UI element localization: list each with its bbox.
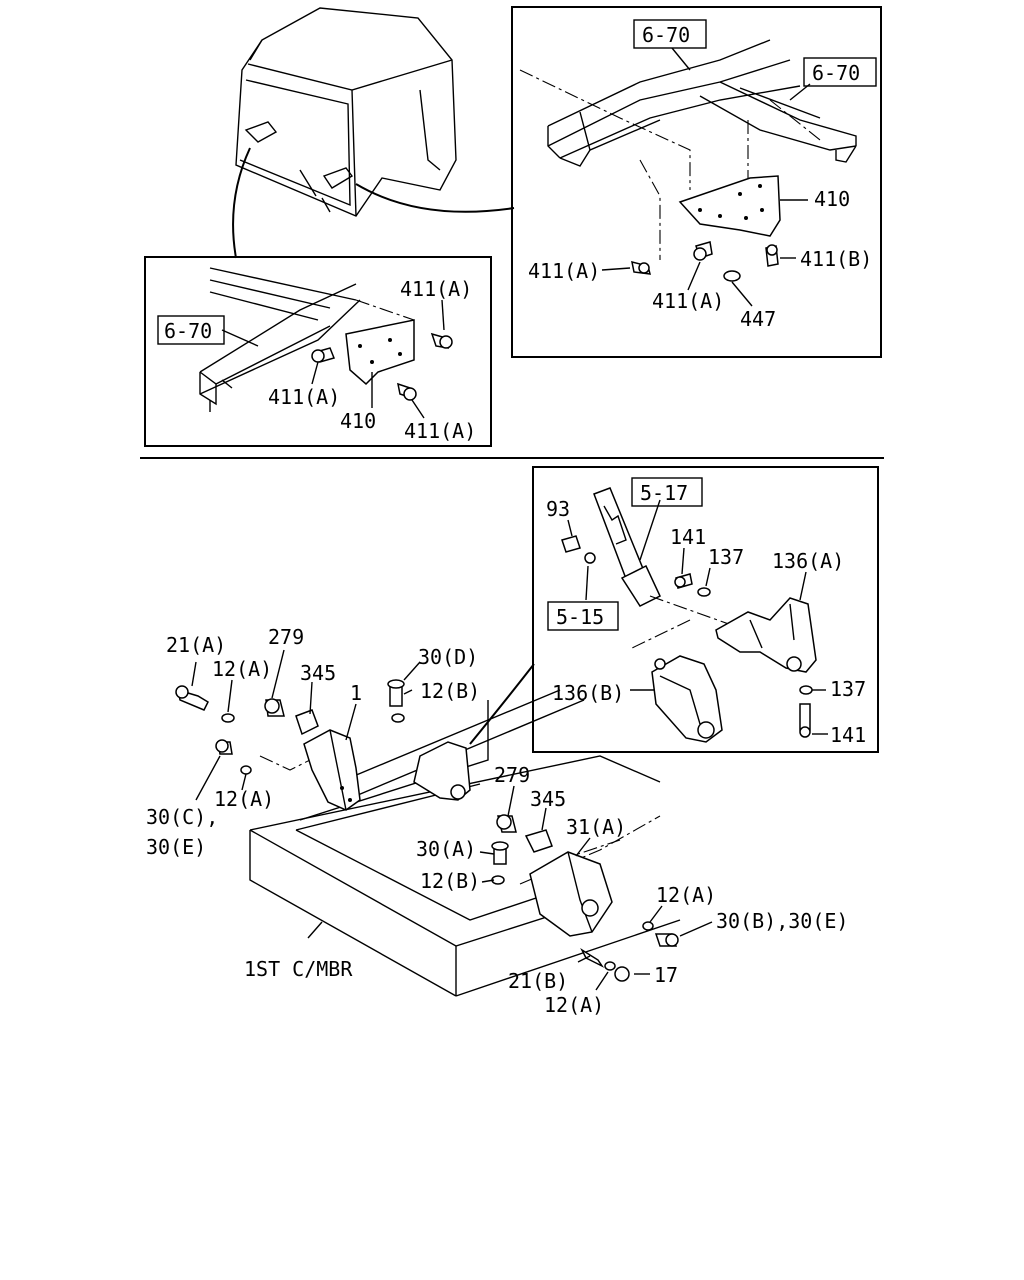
label-30b-30e: 30(B),30(E) [716, 909, 848, 933]
mount-136a [715, 597, 817, 673]
ref-517: 5-17 [640, 481, 688, 505]
engine-shaft [561, 487, 661, 607]
label-12a-bottom: 12(A) [544, 993, 604, 1017]
label-411a-left-bottom: 411(A) [404, 419, 476, 443]
label-345-right: 345 [530, 787, 566, 811]
label-279-left: 279 [268, 625, 304, 649]
label-30a: 30(A) [416, 837, 476, 861]
label-17: 17 [654, 963, 678, 987]
label-136b: 136(B) [552, 681, 624, 705]
label-141-bottom: 141 [830, 723, 866, 747]
label-411b-right: 411(B) [800, 247, 872, 271]
ref-670-right-top: 6-70 [642, 23, 690, 47]
label-12b-bottom: 12(B) [420, 869, 480, 893]
callout-right-detail [355, 183, 515, 213]
ref-670-right-side: 6-70 [812, 61, 860, 85]
right-bracket-410 [678, 175, 781, 237]
label-30d: 30(D) [418, 645, 478, 669]
label-12b-top: 12(B) [420, 679, 480, 703]
label-137-bottom: 137 [830, 677, 866, 701]
right-engine-bracket [524, 829, 613, 937]
label-12a-left: 12(A) [214, 787, 274, 811]
label-21b: 21(B) [508, 969, 568, 993]
left-bracket-410 [345, 299, 415, 386]
label-12a-right: 12(A) [656, 883, 716, 907]
label-141-top: 141 [670, 525, 706, 549]
label-345-left: 345 [300, 661, 336, 685]
left-engine-bracket [295, 709, 471, 811]
label-1: 1 [350, 681, 362, 705]
label-31a: 31(A) [566, 815, 626, 839]
left-bolts [311, 332, 453, 401]
label-411a-right-left: 411(A) [528, 259, 600, 283]
detail-box-engine-mount [532, 466, 879, 753]
detail-box-left [144, 256, 492, 447]
label-30e: 30(E) [146, 835, 206, 859]
right-frame-rail [519, 39, 857, 260]
label-137-top: 137 [708, 545, 744, 569]
label-136a: 136(A) [772, 549, 844, 573]
label-93: 93 [546, 497, 570, 521]
label-410-left: 410 [340, 409, 376, 433]
label-30c: 30(C), [146, 805, 218, 829]
callout-engine-mount [469, 663, 535, 745]
label-411a-left-mid: 411(A) [268, 385, 340, 409]
mount-136b [651, 655, 723, 743]
label-21a: 21(A) [166, 633, 226, 657]
main-fasteners [175, 679, 679, 982]
leader-670-left [221, 329, 259, 347]
label-crossmember: 1ST C/MBR [244, 957, 353, 981]
label-447: 447 [740, 307, 776, 331]
label-12a-top: 12(A) [212, 657, 272, 681]
ref-670-left: 6-70 [164, 319, 212, 343]
left-frame-rail [199, 267, 361, 412]
label-279-right: 279 [494, 763, 530, 787]
label-410-right: 410 [814, 187, 850, 211]
callout-left-detail [232, 147, 251, 259]
right-bolts [631, 241, 779, 282]
detail-box-right [511, 6, 882, 358]
cab-overview [235, 7, 457, 217]
label-411a-left-top: 411(A) [400, 277, 472, 301]
engine-mount-bolts [674, 573, 813, 738]
label-411a-right-mid: 411(A) [652, 289, 724, 313]
ref-515: 5-15 [556, 605, 604, 629]
